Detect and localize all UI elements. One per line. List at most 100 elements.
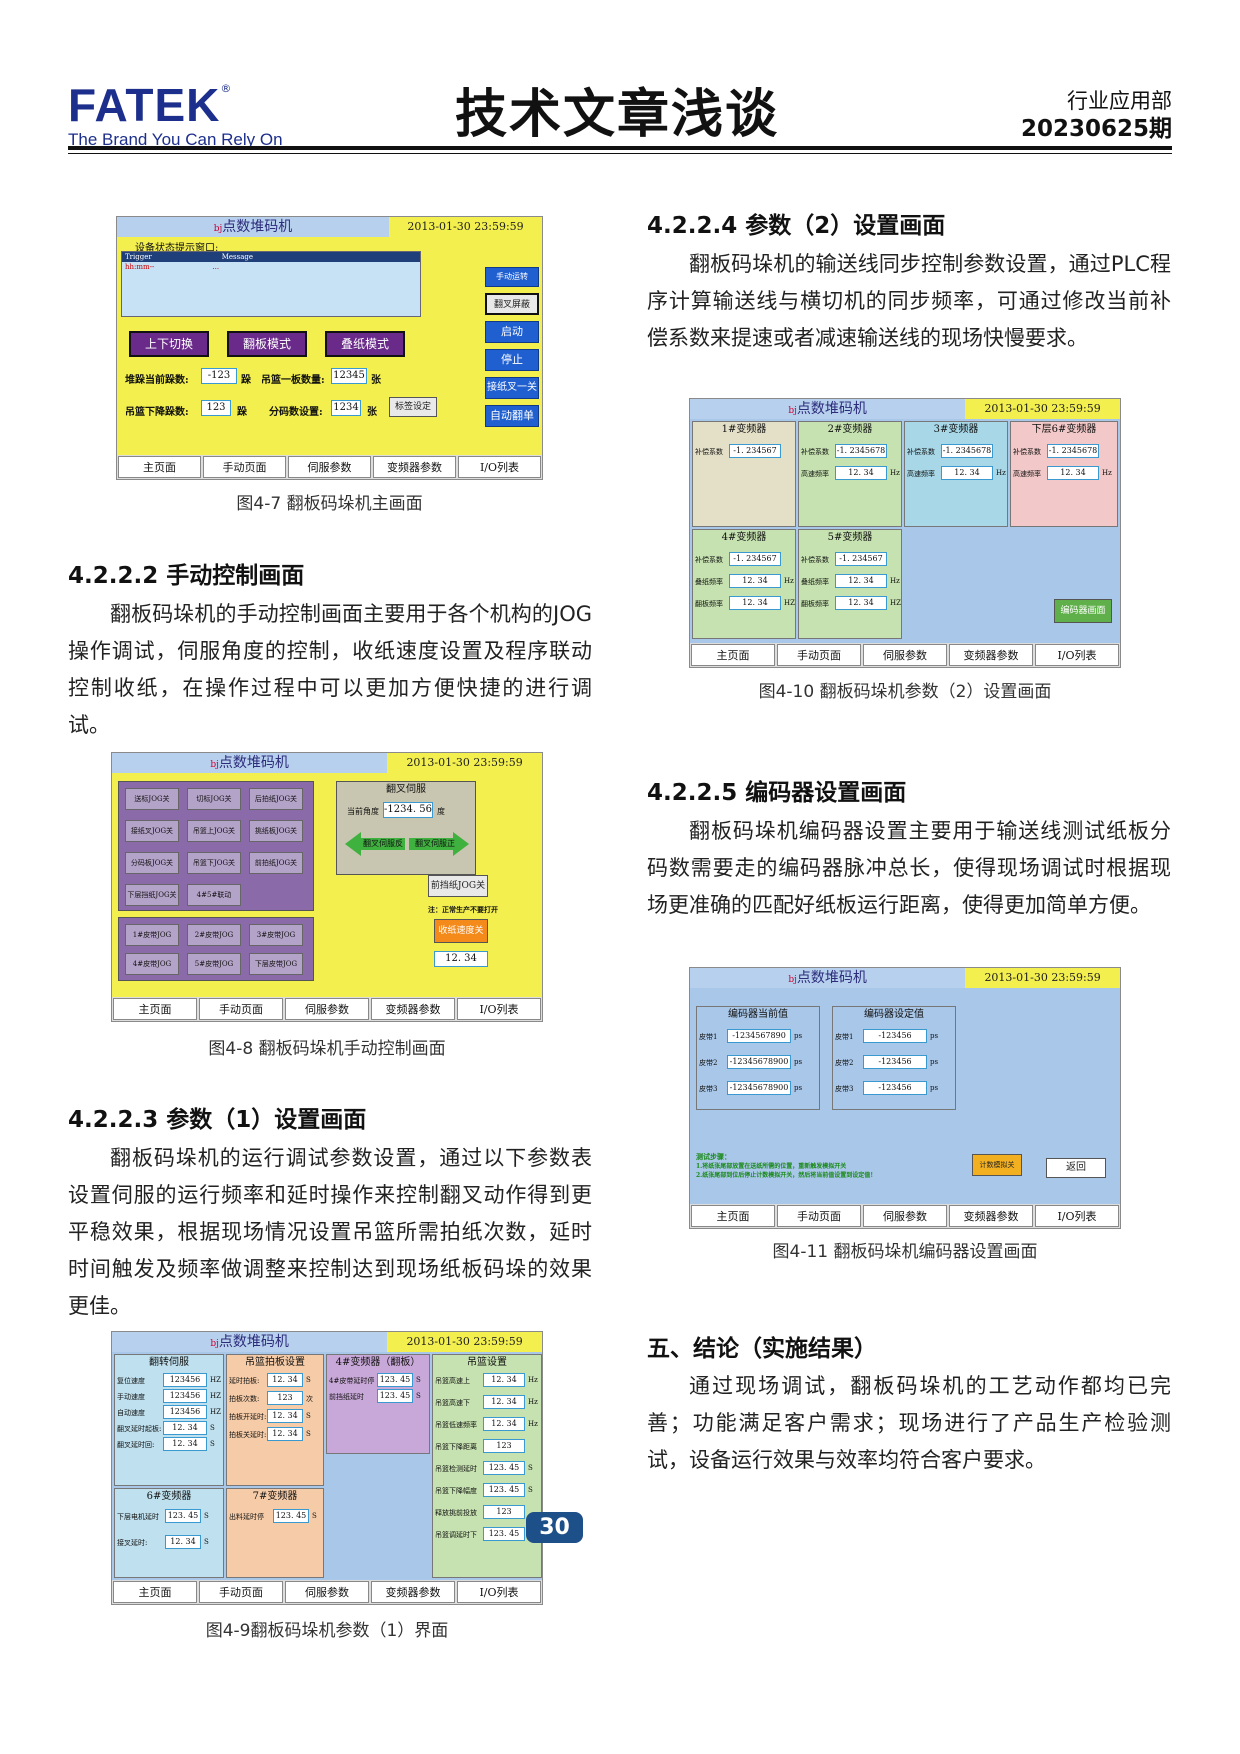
param-field[interactable]: 123 <box>267 1391 303 1405</box>
jog-button[interactable]: 后拍纸JOG关 <box>249 788 303 810</box>
servo-forward-button[interactable]: 翻叉伺服正 <box>409 832 469 856</box>
belt-jog-button[interactable]: 下层皮带JOG <box>249 953 303 975</box>
param-field[interactable]: 12. 34 <box>165 1535 201 1549</box>
param-field[interactable]: 12. 34 <box>163 1421 207 1435</box>
nav-main[interactable]: 主页面 <box>113 998 197 1020</box>
stack-count-field[interactable]: -123 <box>201 368 237 384</box>
param-field[interactable]: 123 <box>483 1505 525 1519</box>
param-field[interactable]: 12. 34 <box>267 1427 303 1441</box>
param-field[interactable]: 12. 34 <box>483 1395 525 1409</box>
nav-main[interactable]: 主页面 <box>113 1581 197 1603</box>
nav-main[interactable]: 主页面 <box>691 1205 775 1227</box>
param-field[interactable]: 123456 <box>163 1405 207 1419</box>
nav-main[interactable]: 主页面 <box>691 644 775 666</box>
split-count-field[interactable]: 1234 <box>331 400 361 416</box>
param-field[interactable]: 12. 34 <box>1047 466 1099 480</box>
nav-io[interactable]: I/O列表 <box>457 1581 541 1603</box>
param-field[interactable]: 12. 34 <box>835 574 887 588</box>
descend-count-field[interactable]: 123 <box>201 400 231 416</box>
fork-close-button[interactable]: 接纸叉一关 <box>485 377 539 399</box>
param-field[interactable]: 12. 34 <box>835 596 887 610</box>
nav-inverter[interactable]: 变频器参数 <box>371 1581 455 1603</box>
manual-run-button[interactable]: 手动运转 <box>485 267 539 287</box>
angle-field[interactable]: -1234. 56 <box>383 802 433 818</box>
param-field[interactable]: 123456 <box>163 1389 207 1403</box>
jog-button[interactable]: 前拍纸JOG关 <box>249 852 303 874</box>
belt-jog-button[interactable]: 1#皮带JOG <box>125 924 179 946</box>
nav-manual[interactable]: 手动页面 <box>203 456 286 478</box>
param-field[interactable]: -123456 <box>863 1029 927 1043</box>
param-field[interactable]: 123. 45 <box>483 1527 525 1541</box>
param-field[interactable]: 123. 45 <box>483 1483 525 1497</box>
param-field[interactable]: 12. 34 <box>483 1417 525 1431</box>
param-field[interactable]: -1. 2345678 <box>941 444 993 458</box>
nav-inverter[interactable]: 变频器参数 <box>373 456 456 478</box>
nav-servo[interactable]: 伺服参数 <box>285 1581 369 1603</box>
param-field[interactable]: 12. 34 <box>729 596 781 610</box>
back-button[interactable]: 返回 <box>1046 1158 1106 1178</box>
receive-speed-field[interactable]: 12. 34 <box>434 951 488 967</box>
servo-reverse-button[interactable]: 翻叉伺服反 <box>345 832 405 856</box>
param-field[interactable]: 12. 34 <box>267 1409 303 1423</box>
nav-inverter[interactable]: 变频器参数 <box>949 644 1033 666</box>
flip-mode-button[interactable]: 翻板模式 <box>227 331 307 357</box>
nav-manual[interactable]: 手动页面 <box>199 998 283 1020</box>
param-field[interactable]: 123. 45 <box>377 1373 413 1387</box>
jog-button[interactable]: 接纸叉JOG关 <box>125 820 179 842</box>
nav-io[interactable]: I/O列表 <box>458 456 541 478</box>
param-field[interactable]: 123. 45 <box>483 1461 525 1475</box>
jog-button[interactable]: 4#5#联动 <box>187 884 241 906</box>
nav-manual[interactable]: 手动页面 <box>777 1205 861 1227</box>
jog-button[interactable]: 吊篮上JOG关 <box>187 820 241 842</box>
nav-servo[interactable]: 伺服参数 <box>285 998 369 1020</box>
nav-inverter[interactable]: 变频器参数 <box>371 998 455 1020</box>
param-field[interactable]: -1. 2345678 <box>835 444 887 458</box>
start-button[interactable]: 启动 <box>485 321 539 343</box>
board-count-field[interactable]: 12345 <box>331 368 367 384</box>
param-field[interactable]: 12. 34 <box>941 466 993 480</box>
jog-button[interactable]: 分码板JOG关 <box>125 852 179 874</box>
fork-shield-button[interactable]: 翻叉屏蔽 <box>485 293 539 315</box>
encoder-screen-button[interactable]: 编码器画面 <box>1054 599 1112 623</box>
param-field[interactable]: -1. 2345678 <box>1047 444 1099 458</box>
param-field[interactable]: 12. 34 <box>483 1373 525 1387</box>
param-field[interactable]: 123 <box>483 1439 525 1453</box>
param-field[interactable]: -1. 234567 <box>729 552 781 566</box>
nav-io[interactable]: I/O列表 <box>1035 644 1119 666</box>
param-field[interactable]: -123456 <box>863 1081 927 1095</box>
nav-io[interactable]: I/O列表 <box>457 998 541 1020</box>
belt-jog-button[interactable]: 4#皮带JOG <box>125 953 179 975</box>
param-field[interactable]: -1. 234567 <box>835 552 887 566</box>
belt-jog-button[interactable]: 5#皮带JOG <box>187 953 241 975</box>
jog-button[interactable]: 吊篮下JOG关 <box>187 852 241 874</box>
jog-button[interactable]: 下层挡纸JOG关 <box>125 884 179 906</box>
nav-servo[interactable]: 伺服参数 <box>863 644 947 666</box>
nav-main[interactable]: 主页面 <box>118 456 201 478</box>
param-field[interactable]: 12. 34 <box>729 574 781 588</box>
label-setting-button[interactable]: 标签设定 <box>389 397 437 417</box>
belt-jog-button[interactable]: 2#皮带JOG <box>187 924 241 946</box>
param-field[interactable]: 123. 45 <box>165 1509 201 1523</box>
param-field[interactable]: 123. 45 <box>377 1389 413 1403</box>
param-field[interactable]: -12345678900 <box>727 1055 791 1069</box>
stack-mode-button[interactable]: 叠纸模式 <box>325 331 405 357</box>
param-field[interactable]: 123. 45 <box>273 1509 309 1523</box>
param-field[interactable]: 123456 <box>163 1373 207 1387</box>
param-field[interactable]: -123456 <box>863 1055 927 1069</box>
count-simulate-button[interactable]: 计数模拟关 <box>972 1154 1022 1176</box>
param-field[interactable]: 12. 34 <box>163 1437 207 1451</box>
updown-switch-button[interactable]: 上下切换 <box>129 331 209 357</box>
param-field[interactable]: 12. 34 <box>835 466 887 480</box>
nav-servo[interactable]: 伺服参数 <box>288 456 371 478</box>
nav-io[interactable]: I/O列表 <box>1035 1205 1119 1227</box>
nav-inverter[interactable]: 变频器参数 <box>949 1205 1033 1227</box>
param-field[interactable]: 12. 34 <box>267 1373 303 1387</box>
jog-button[interactable]: 送标JOG关 <box>125 788 179 810</box>
auto-flip-button[interactable]: 自动翻单 <box>485 405 539 427</box>
receive-speed-button[interactable]: 收纸速度关 <box>434 919 488 943</box>
stop-button[interactable]: 停止 <box>485 349 539 371</box>
belt-jog-button[interactable]: 3#皮带JOG <box>249 924 303 946</box>
nav-manual[interactable]: 手动页面 <box>777 644 861 666</box>
jog-button[interactable]: 切标JOG关 <box>187 788 241 810</box>
front-baffle-jog-button[interactable]: 前挡纸JOG关 <box>428 875 488 897</box>
